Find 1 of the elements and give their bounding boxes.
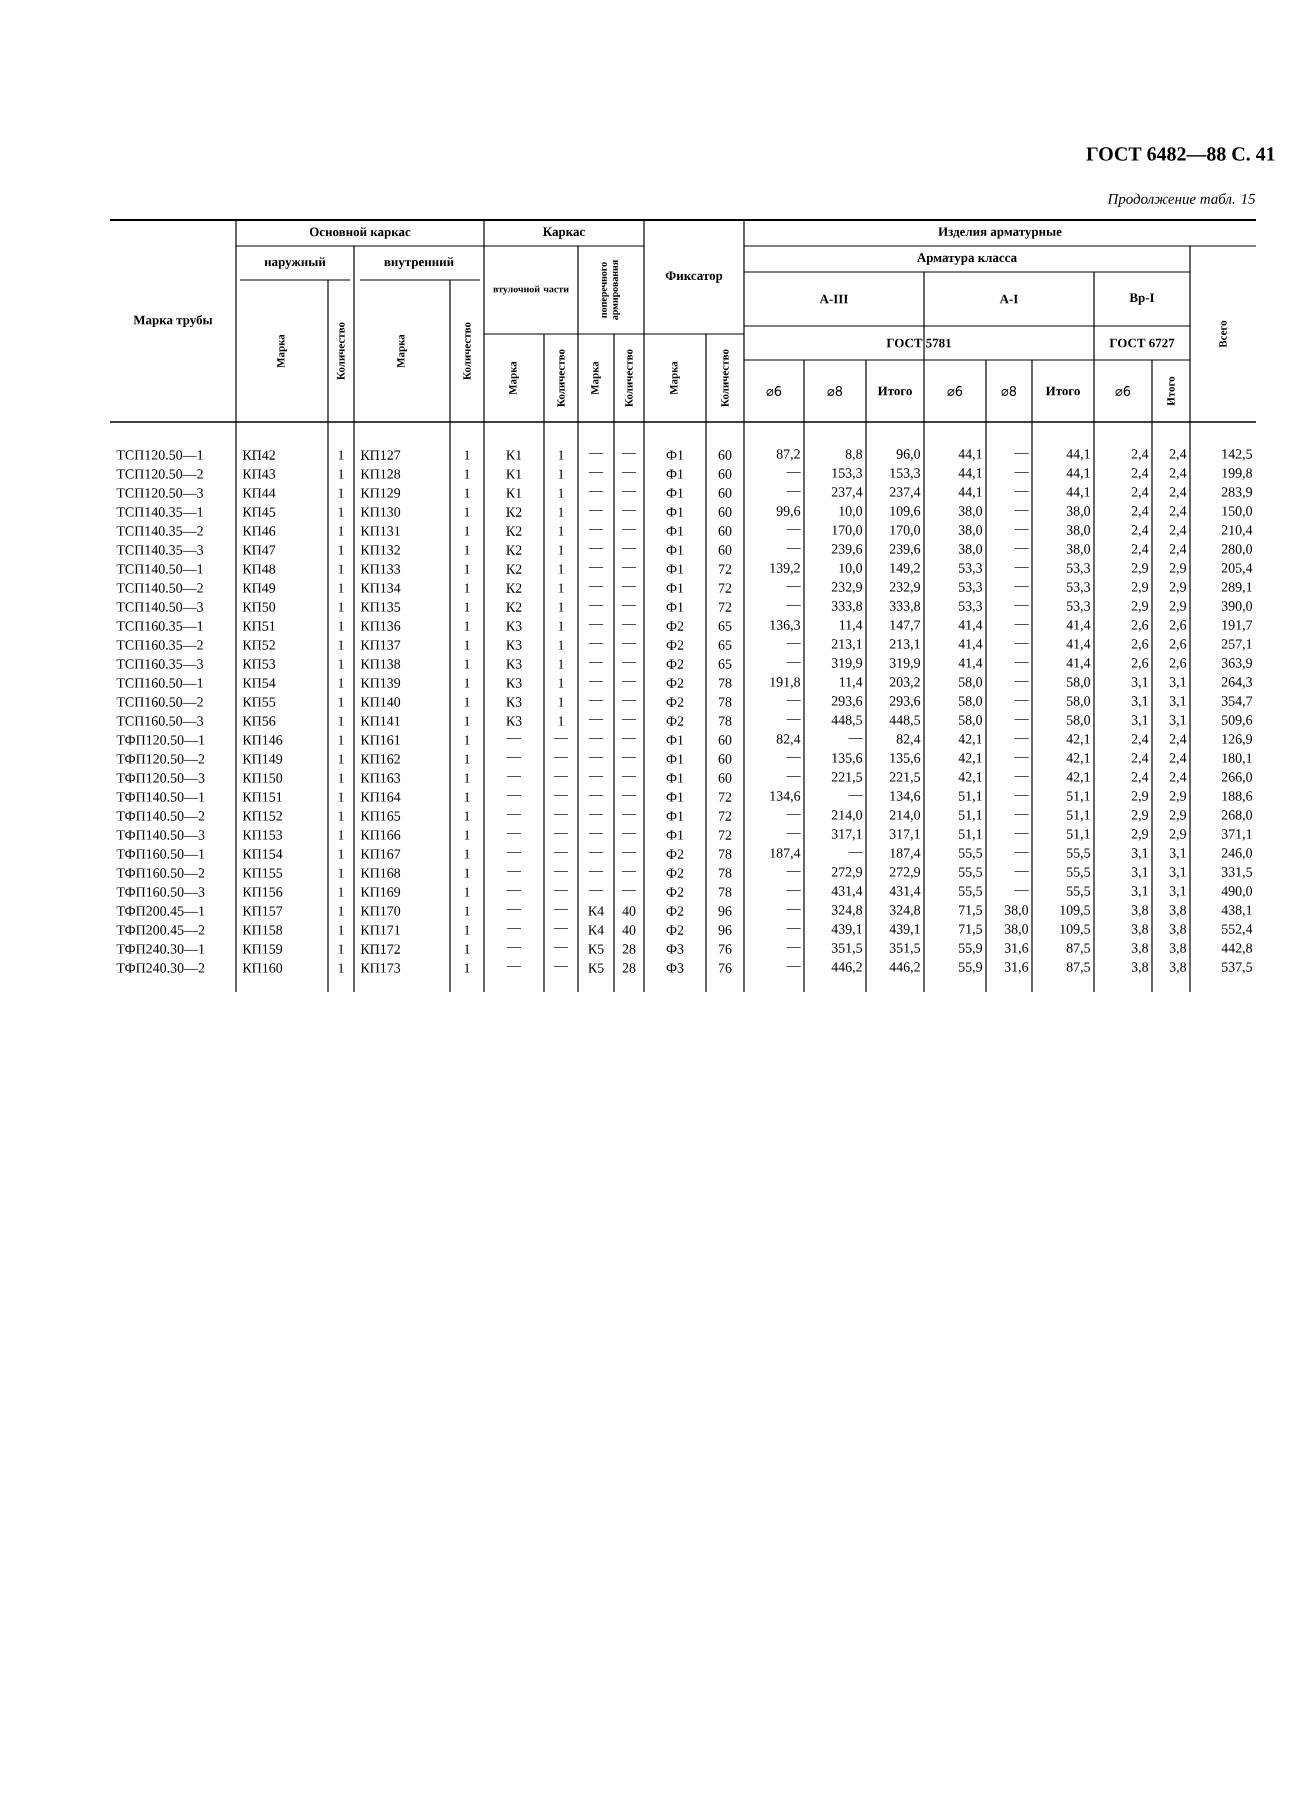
page-heading: ГОСТ 6482—88 С. 41: [1086, 147, 1275, 161]
